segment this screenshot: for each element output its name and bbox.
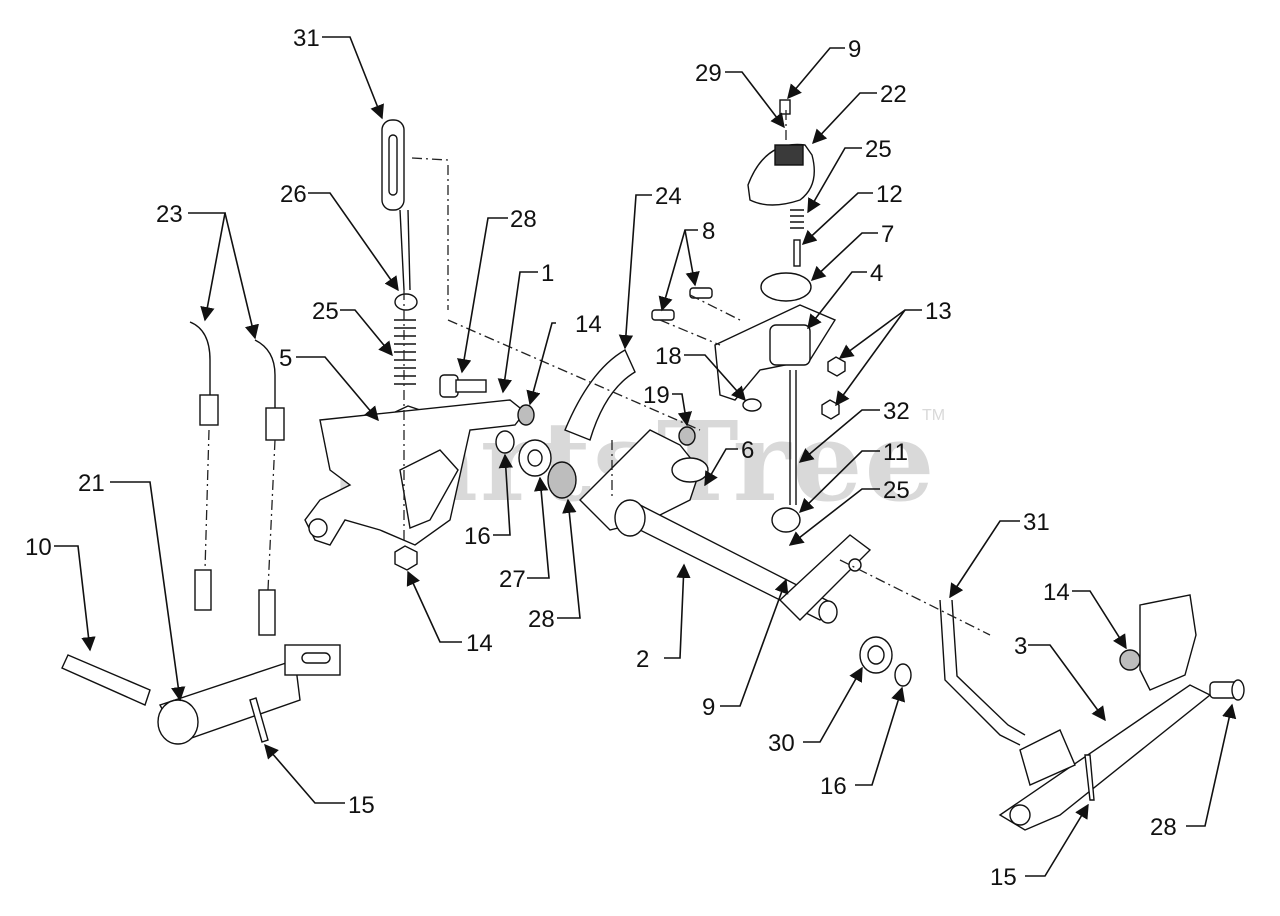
clip-16-part	[495, 430, 515, 454]
callout-22: 24	[655, 183, 682, 210]
callout-9-top: 9	[848, 36, 861, 63]
callout-9-bottom: 9	[702, 694, 715, 721]
spring-24-part	[394, 319, 416, 385]
callout-17: 18	[655, 343, 682, 370]
bolt-8-part	[689, 287, 713, 299]
callout-16-left: 16	[464, 523, 491, 550]
callout-12: 12	[876, 181, 903, 208]
callout-25-bottom: 25	[883, 477, 910, 504]
guard-22-part	[564, 349, 636, 441]
callout-32: 32	[883, 398, 910, 425]
lever-3-part	[998, 684, 1212, 831]
callout-28-left: 28	[510, 206, 537, 233]
callout-19: 21	[78, 470, 105, 497]
leader-lines	[54, 36, 1237, 877]
arm-plate-part	[778, 534, 872, 621]
callout-26: 26	[280, 181, 307, 208]
callout-27: 27	[499, 566, 526, 593]
callout-24: 25	[312, 298, 339, 325]
shift-bracket-6-part	[579, 429, 701, 531]
callout-3: 3	[1014, 633, 1027, 660]
part-drawings	[61, 99, 1245, 831]
callout-14-mid: 14	[575, 311, 602, 338]
callout-1: 1	[541, 260, 554, 287]
callout-21: 23	[156, 201, 183, 228]
callout-29-right: 30	[768, 730, 795, 757]
callout-4: 4	[870, 260, 883, 287]
callout-20: 22	[880, 81, 907, 108]
callout-11: 11	[883, 439, 908, 466]
callout-13: 13	[925, 298, 952, 325]
callout-29-left: 28	[528, 606, 555, 633]
callout-14-right: 14	[1043, 579, 1070, 606]
callout-labels: 31 26 25 5 23 21 10 15 14 28 1 14 16 27 …	[25, 25, 1177, 891]
callout-14-bottom: 14	[466, 630, 493, 657]
bolt-28-part	[439, 374, 487, 398]
nut-14-part	[394, 545, 418, 571]
shift-rod-part	[381, 119, 411, 291]
callout-7: 7	[881, 221, 894, 248]
callout-28-right: 28	[1150, 814, 1177, 841]
callout-16-right: 16	[820, 773, 847, 800]
callout-10: 10	[25, 534, 52, 561]
callout-23: 25	[865, 136, 892, 163]
watermark-trademark: TM	[922, 407, 945, 424]
callout-6: 6	[741, 437, 754, 464]
callout-18: 19	[643, 382, 670, 409]
plate-7-part	[760, 272, 812, 302]
washer-26-part	[394, 293, 418, 311]
callout-25-top: 29	[695, 60, 722, 87]
callout-8: 8	[702, 218, 715, 245]
pin-10-part	[61, 654, 151, 706]
callout-31: 31	[293, 25, 320, 52]
callout-5: 5	[279, 345, 292, 372]
bushing-29-part	[547, 461, 577, 499]
collar-11-part	[771, 507, 801, 533]
callout-15-left: 15	[348, 792, 375, 819]
clevis-19-part	[157, 644, 341, 745]
callout-30: 31	[1023, 509, 1050, 536]
callout-15-right: 15	[990, 864, 1017, 891]
callout-2: 2	[636, 646, 649, 673]
cables-21-part	[189, 321, 285, 636]
